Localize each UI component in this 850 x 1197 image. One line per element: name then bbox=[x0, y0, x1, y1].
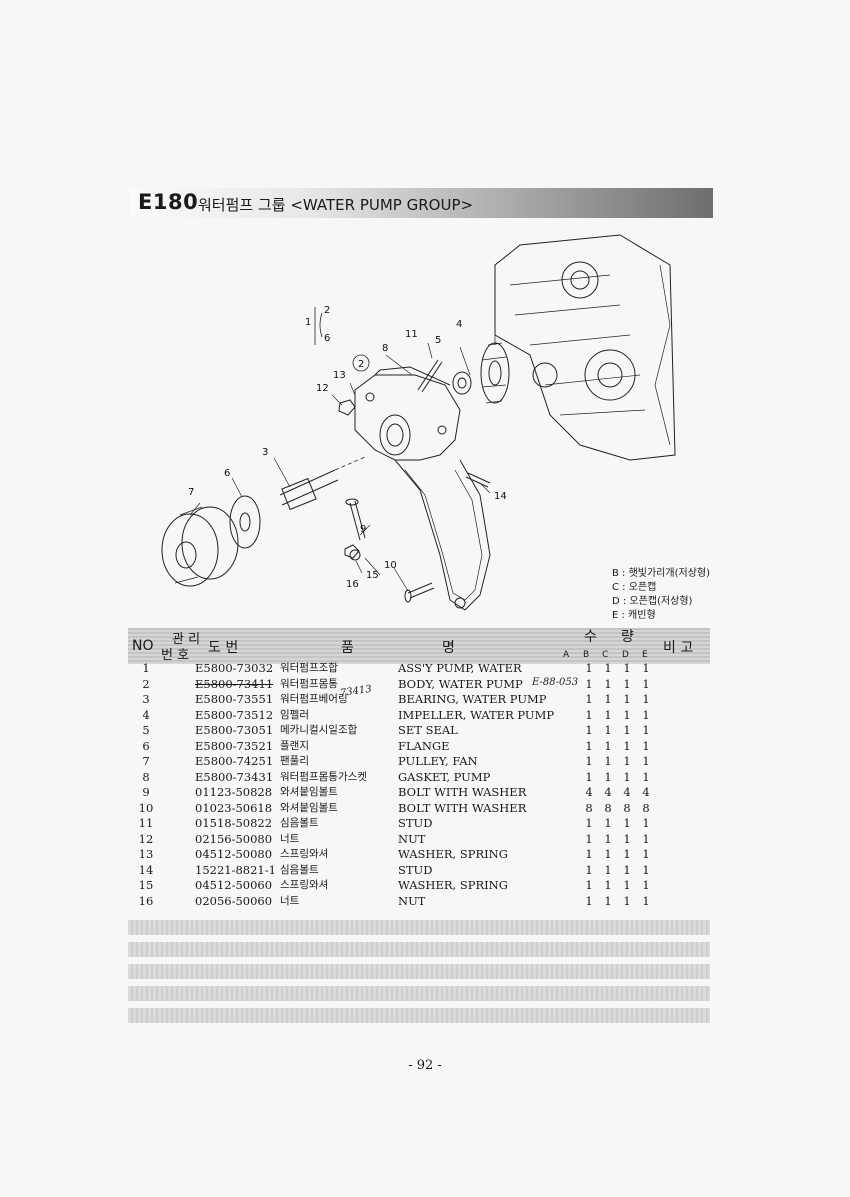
callout-14: 14 bbox=[494, 491, 507, 502]
header-mgmt-bottom: 번 호 bbox=[161, 648, 190, 663]
callout-13: 13 bbox=[333, 370, 346, 381]
empty-row bbox=[128, 1008, 710, 1023]
table-header: NO 관 리 번 호 도 번 품 명 수 량 A B C D E 비 고 bbox=[128, 628, 710, 664]
header-mgmt-top: 관 리 bbox=[172, 632, 201, 647]
diagram-callouts: 1 2 6 11 4 8 5 13 2 12 3 6 7 14 9 10 15 … bbox=[188, 305, 507, 590]
header-qty-c: C bbox=[602, 650, 609, 660]
pump-body-shape bbox=[354, 374, 461, 461]
legend-item: E : 캐빈형 bbox=[612, 610, 656, 621]
header-qty-1: 수 bbox=[584, 629, 597, 645]
callout-6: 6 bbox=[324, 333, 330, 344]
empty-row bbox=[128, 942, 710, 957]
bearing-shaft bbox=[279, 469, 339, 506]
impeller-shape bbox=[480, 342, 510, 404]
header-qty-2: 량 bbox=[621, 629, 634, 645]
header-name-2: 명 bbox=[442, 640, 455, 656]
legend-item: C : 오픈캡 bbox=[612, 582, 657, 593]
callout-16: 16 bbox=[346, 579, 359, 590]
legend-item: B : 햇빛가리개(저상형) bbox=[612, 568, 710, 579]
callout-2-circled: 2 bbox=[358, 359, 364, 370]
callout-7: 7 bbox=[188, 487, 194, 498]
callout-10: 10 bbox=[384, 560, 397, 571]
callout-15: 15 bbox=[366, 570, 379, 581]
empty-row bbox=[128, 920, 710, 935]
callout-12: 12 bbox=[316, 383, 329, 394]
callout-11: 11 bbox=[405, 329, 418, 340]
header-qty-a: A bbox=[563, 650, 570, 660]
callout-6b: 6 bbox=[224, 468, 230, 479]
handwritten-note-row2: E-88-053 bbox=[532, 677, 579, 688]
empty-row bbox=[128, 986, 710, 1001]
callout-5: 5 bbox=[435, 335, 441, 346]
flange-shape bbox=[229, 495, 261, 549]
header-name-1: 품 bbox=[341, 640, 354, 656]
header-no: NO bbox=[132, 638, 154, 654]
callout-4: 4 bbox=[456, 319, 462, 330]
callout-8: 8 bbox=[382, 343, 388, 354]
section-code: E180 bbox=[138, 190, 199, 214]
engine-block-outline bbox=[494, 234, 676, 461]
water-pump-exploded-diagram: 1 2 6 11 4 8 5 13 2 12 3 6 7 14 9 10 15 … bbox=[161, 234, 676, 611]
empty-row bbox=[128, 964, 710, 979]
model-legend: B : 햇빛가리개(저상형) C : 오픈캡 D : 오픈캡(저상형) E : … bbox=[612, 567, 710, 623]
pulley-shape bbox=[161, 513, 219, 587]
empty-table-rows bbox=[128, 920, 710, 1030]
header-qty-b: B bbox=[583, 650, 590, 660]
callout-3: 3 bbox=[262, 447, 268, 458]
header-drawing: 도 번 bbox=[208, 640, 239, 656]
legend-item: D : 오픈캡(저상형) bbox=[612, 596, 693, 607]
page-number: - 92 - bbox=[408, 1058, 442, 1073]
section-title: 워터펌프 그룹 <WATER PUMP GROUP> bbox=[198, 196, 474, 214]
callout-2: 2 bbox=[324, 305, 330, 316]
header-qty-e: E bbox=[642, 650, 648, 660]
header-remark: 비 고 bbox=[663, 640, 694, 656]
header-qty-d: D bbox=[622, 650, 629, 660]
callout-1: 1 bbox=[305, 317, 311, 328]
callout-9: 9 bbox=[360, 524, 366, 535]
section-header: E180 워터펌프 그룹 <WATER PUMP GROUP> bbox=[130, 188, 713, 218]
gasket-shape bbox=[394, 459, 491, 611]
seal-shape bbox=[452, 371, 472, 395]
